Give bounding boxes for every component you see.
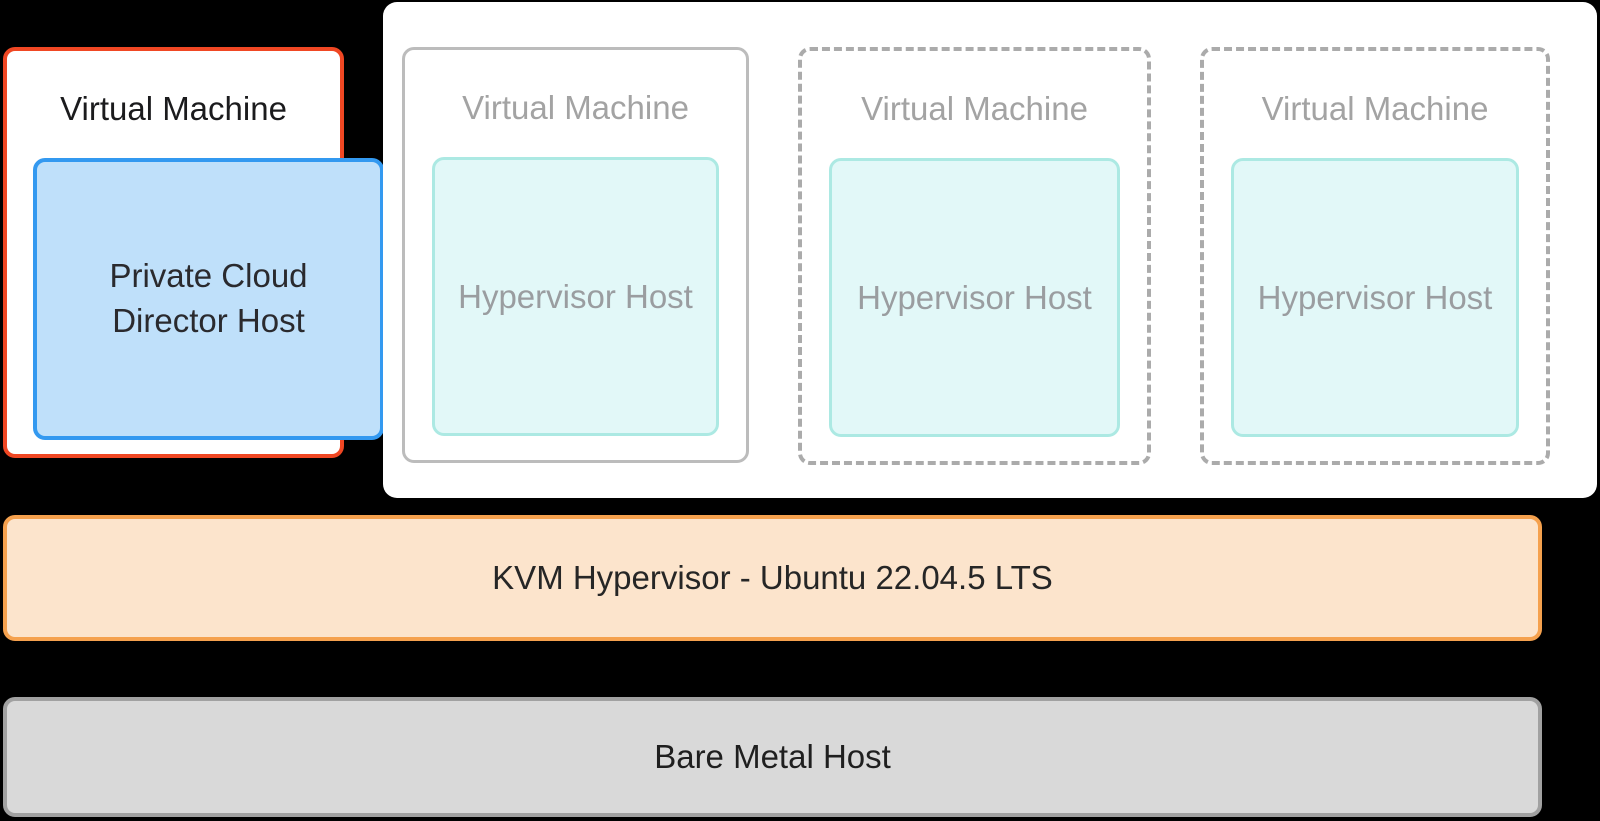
vm-box-2: Virtual Machine Hypervisor Host: [798, 47, 1151, 465]
bare-metal-label: Bare Metal Host: [654, 738, 891, 775]
vm-title-1: Virtual Machine: [462, 89, 689, 126]
hypervisor-host-label-1: Hypervisor Host: [458, 277, 693, 315]
vm-cluster-panel: Virtual Machine Hypervisor Host Virtual …: [383, 2, 1597, 498]
vm-box-3: Virtual Machine Hypervisor Host: [1200, 47, 1550, 465]
vm-title-3: Virtual Machine: [1261, 90, 1489, 127]
hypervisor-host-box-1: Hypervisor Host: [432, 157, 719, 436]
private-cloud-director-host-box: Private Cloud Director Host: [33, 158, 384, 440]
kvm-hypervisor-layer-bar: KVM Hypervisor - Ubuntu 22.04.5 LTS: [3, 515, 1542, 641]
pcd-vm-title: Virtual Machine: [60, 90, 287, 127]
hypervisor-host-box-3: Hypervisor Host: [1231, 158, 1519, 437]
private-cloud-director-host-label: Private Cloud Director Host: [109, 257, 308, 339]
vm-title-2: Virtual Machine: [861, 90, 1088, 127]
hypervisor-host-box-2: Hypervisor Host: [829, 158, 1120, 437]
hypervisor-host-label-2: Hypervisor Host: [857, 278, 1092, 316]
vm-box-1: Virtual Machine Hypervisor Host: [402, 47, 749, 463]
kvm-hypervisor-label: KVM Hypervisor - Ubuntu 22.04.5 LTS: [492, 559, 1053, 596]
hypervisor-host-label-3: Hypervisor Host: [1257, 278, 1493, 316]
bare-metal-layer-bar: Bare Metal Host: [3, 697, 1542, 817]
pcd-virtual-machine-box: Virtual Machine Private Cloud Director H…: [3, 47, 384, 458]
